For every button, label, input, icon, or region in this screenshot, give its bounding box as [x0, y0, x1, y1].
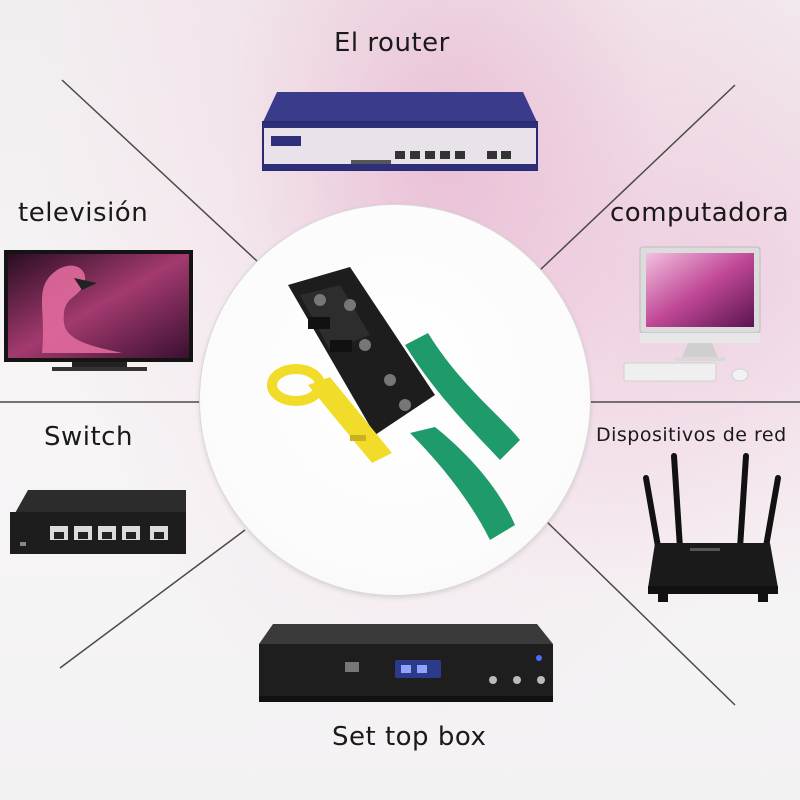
label-switch: Switch [44, 422, 133, 452]
line-top-left [61, 79, 259, 263]
crimping-tool-icon [267, 267, 520, 540]
line-bottom-left [59, 529, 246, 669]
center-circle [200, 205, 590, 595]
television-icon [4, 250, 193, 371]
label-computer: computadora [610, 198, 790, 228]
label-network-devices: Dispositivos de red [596, 424, 787, 446]
line-bottom-right [544, 519, 736, 706]
set-top-box-icon [259, 624, 553, 702]
computer-icon [623, 246, 761, 382]
line-top-right [539, 84, 736, 271]
label-set-top-box: Set top box [332, 722, 487, 752]
wifi-router-icon [643, 453, 781, 602]
router-device-icon [262, 92, 538, 171]
label-router: El router [334, 28, 450, 58]
network-switch-icon [10, 490, 186, 554]
label-television: televisión [18, 198, 149, 228]
